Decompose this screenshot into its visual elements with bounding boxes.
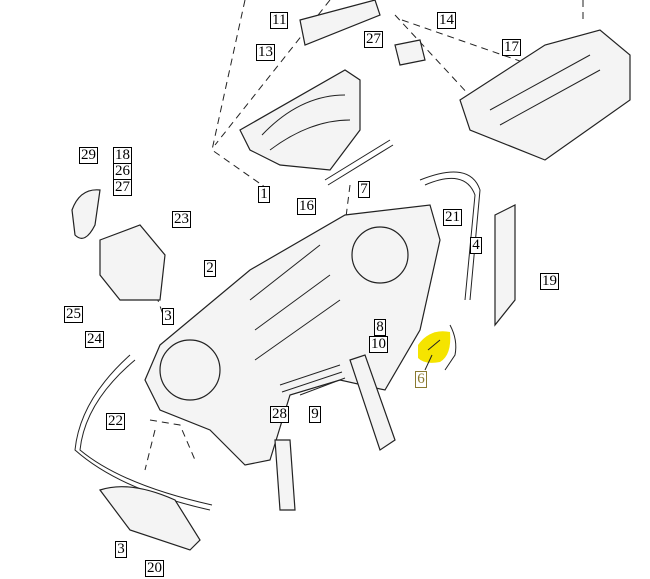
vent-duct-part [299, 0, 381, 46]
callout-2: 2 [204, 260, 216, 277]
callout-28: 28 [270, 406, 289, 423]
mirror-part [71, 189, 101, 239]
callout-21: 21 [443, 209, 462, 226]
callout-8: 8 [374, 319, 386, 336]
callout-6-highlighted: 6 [415, 371, 427, 388]
callout-13: 13 [256, 44, 275, 61]
callout-24: 24 [85, 331, 104, 348]
callout-17: 17 [502, 39, 521, 56]
radio-bracket-part [99, 224, 166, 301]
highlight-marker [418, 331, 451, 363]
callout-7: 7 [358, 181, 370, 198]
callout-23: 23 [172, 211, 191, 228]
callout-3: 3 [162, 308, 174, 325]
switch-part [394, 39, 426, 66]
fairing-cap-part [459, 29, 631, 161]
callout-11: 11 [270, 12, 289, 29]
callout-27b: 27 [113, 179, 132, 196]
callout-14: 14 [437, 12, 456, 29]
callout-3b: 3 [115, 541, 127, 558]
callout-9: 9 [309, 406, 321, 423]
callout-27: 27 [364, 31, 383, 48]
callout-16: 16 [297, 198, 316, 215]
lower-panel-part [99, 486, 201, 551]
inner-fairing-part [239, 69, 361, 171]
callout-10: 10 [369, 336, 388, 353]
callout-25: 25 [64, 306, 83, 323]
speaker-grille-part [494, 204, 516, 327]
callout-20: 20 [145, 560, 164, 577]
callout-4: 4 [470, 237, 482, 254]
callout-26: 26 [113, 163, 132, 180]
callout-18: 18 [113, 147, 132, 164]
callout-29: 29 [79, 147, 98, 164]
callout-1: 1 [258, 186, 270, 203]
callout-22: 22 [106, 413, 125, 430]
callout-19: 19 [540, 273, 559, 290]
